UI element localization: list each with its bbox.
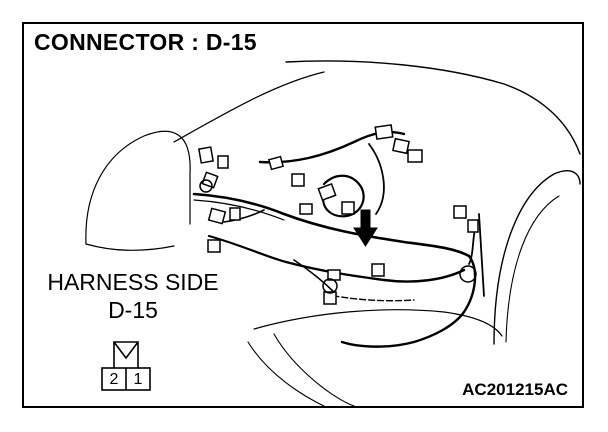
connector-box	[198, 146, 214, 164]
harness-side-text: HARNESS SIDE	[47, 269, 219, 295]
vehicle-fender-outline	[285, 60, 581, 155]
harness-side-label: HARNESS SIDE D-15	[38, 268, 228, 324]
connector-box	[317, 183, 337, 201]
pin-number: 1	[133, 371, 143, 388]
connector-box	[207, 207, 227, 225]
harness-right-branch	[340, 254, 477, 348]
vehicle-harness-drawing	[85, 60, 581, 406]
connector-box	[407, 149, 423, 163]
connector-box	[207, 239, 221, 253]
location-arrow-icon	[353, 209, 378, 247]
grommet	[322, 278, 338, 294]
connector-box	[267, 155, 285, 171]
connector-box	[392, 137, 410, 155]
figure-code: AC201215AC	[462, 380, 568, 399]
connector-face-shape	[101, 341, 151, 391]
harness-main-trunk	[192, 192, 471, 258]
grommet	[199, 179, 213, 193]
connector-box	[217, 155, 229, 169]
connector-box	[374, 124, 394, 140]
grommet	[459, 265, 477, 283]
harness-lower-branch	[207, 234, 288, 264]
vehicle-lower-fender	[253, 309, 503, 337]
vehicle-strut-tower	[85, 130, 191, 245]
connector-box	[229, 207, 241, 221]
pin-number: 2	[109, 371, 119, 388]
vehicle-wheel-arch	[493, 170, 581, 345]
connector-box	[201, 171, 219, 189]
harness-connector-id: D-15	[108, 297, 158, 323]
connector-box	[467, 219, 479, 233]
connector-box	[299, 203, 313, 215]
connector-title: CONNECTOR : D-15	[34, 29, 257, 55]
connector-box	[291, 173, 305, 187]
connector-box	[453, 205, 467, 219]
vehicle-body-edge	[173, 71, 325, 143]
connector-box	[341, 201, 355, 215]
connector-box	[323, 291, 337, 305]
connector-box	[371, 263, 385, 277]
diagram-frame: CONNECTOR : D-15 HARNESS SIDE D-15 2 1 A…	[22, 22, 584, 408]
connector-face-icon: 2 1	[100, 336, 152, 392]
